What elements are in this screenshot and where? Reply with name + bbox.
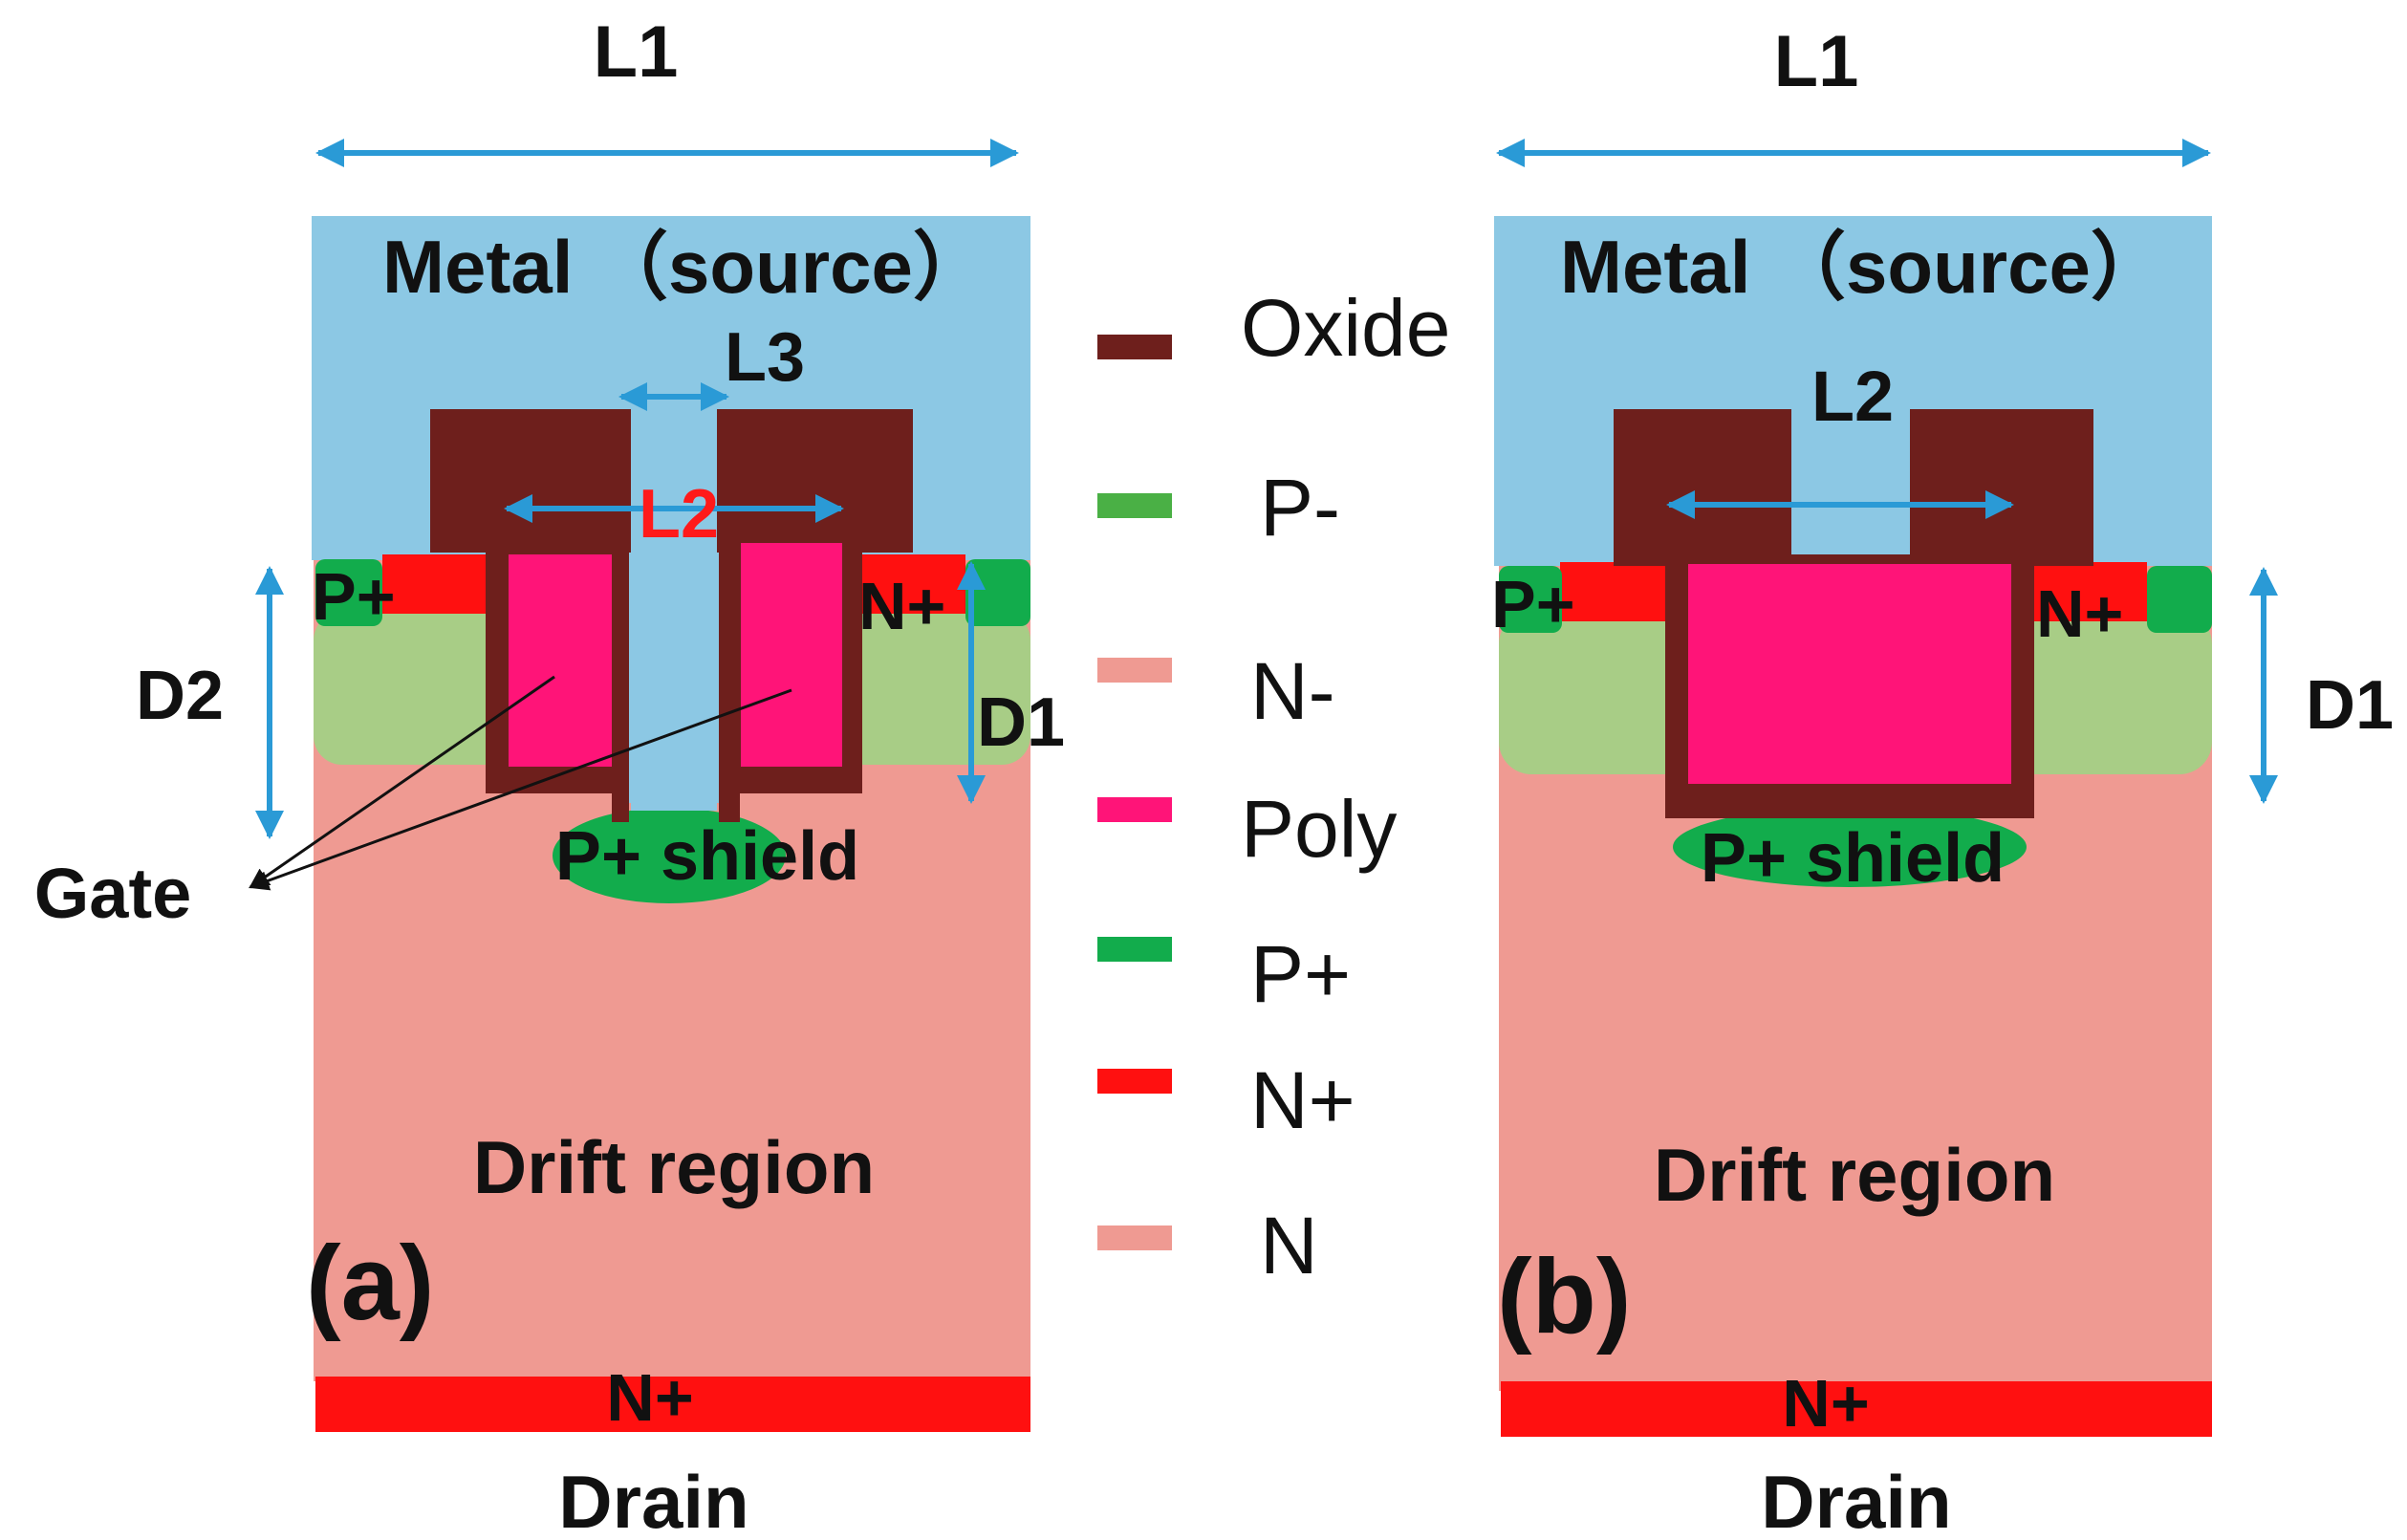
panel-a-gate-label: Gate xyxy=(34,854,192,933)
legend-swatch-poly xyxy=(1097,797,1172,822)
panel-a-left-p-plus xyxy=(315,559,382,626)
panel-a-right-trench-foot xyxy=(719,784,740,822)
legend-label-poly: Poly xyxy=(1241,784,1397,874)
legend-label-n-minus: N- xyxy=(1250,646,1335,736)
panel-b-l2-label: L2 xyxy=(1811,357,1894,436)
legend-swatch-p-plus xyxy=(1097,937,1172,962)
legend-swatch-n-plus xyxy=(1097,1069,1172,1094)
panel-a-d2-label: D2 xyxy=(136,658,224,734)
panel-b-substrate-label: N+ xyxy=(1782,1366,1869,1441)
panel-a-n-plus-label: N+ xyxy=(858,569,945,643)
panel-a-p-plus-shield xyxy=(553,808,786,903)
panel-b-n-plus-label: N+ xyxy=(2036,576,2123,651)
panel-a-d1-label: D1 xyxy=(977,684,1065,761)
panel-b-n-plus-substrate xyxy=(1501,1381,2212,1437)
panel-b-tag: (b) xyxy=(1497,1238,1631,1356)
panel-a-right-p-plus xyxy=(965,559,1030,626)
panel-a-gate-pointer-2 xyxy=(249,688,792,891)
panel-a-n-plus-substrate xyxy=(315,1377,1030,1432)
legend-label-p-minus: P- xyxy=(1260,463,1340,553)
legend-label-n: N xyxy=(1260,1201,1318,1291)
panel-a-left-oxide-cap xyxy=(430,409,631,553)
legend-swatch-n xyxy=(1097,1225,1172,1250)
panel-a-drift-label: Drift region xyxy=(473,1125,875,1209)
legend-swatch-n-minus xyxy=(1097,658,1172,683)
legend-label-n-plus: N+ xyxy=(1250,1055,1355,1145)
panel-b-left-oxide-cap xyxy=(1614,409,1791,566)
panel-a-drain-label: Drain xyxy=(558,1460,748,1540)
panel-a-gate-pointer-1 xyxy=(249,675,555,889)
panel-b-right-p-plus xyxy=(2147,566,2212,633)
panel-a-p-plus-label: P+ xyxy=(312,559,396,634)
panel-a-substrate-label: N+ xyxy=(606,1360,693,1435)
panel-b-right-oxide-cap xyxy=(1910,409,2093,566)
panel-a-metal-label: Metal （source） xyxy=(382,225,987,309)
panel-b-drain-label: Drain xyxy=(1761,1460,1951,1540)
panel-b-left-p-plus xyxy=(1499,566,1562,633)
legend-swatch-oxide xyxy=(1097,335,1172,359)
panel-a-l1-label: L1 xyxy=(594,11,679,93)
panel-a-tag: (a) xyxy=(306,1225,434,1342)
panel-b: L1 L2 D1 Metal （source） P+ N+ P+ xyxy=(1491,21,2394,1540)
panel-a-l3-label: L3 xyxy=(725,319,805,396)
panel-a-left-n-plus xyxy=(382,554,488,614)
panel-a-l2-label: L2 xyxy=(639,476,719,553)
panel-b-l1-label: L1 xyxy=(1774,21,1859,102)
legend-label-p-plus: P+ xyxy=(1250,929,1351,1019)
panel-b-p-plus-label: P+ xyxy=(1491,567,1575,641)
legend-label-oxide: Oxide xyxy=(1241,283,1450,373)
panel-a-metal-gap xyxy=(631,409,717,811)
legend: Oxide P- N- Poly P+ N+ N xyxy=(1097,283,1450,1291)
panel-a-left-gate-poly xyxy=(509,554,612,767)
panel-a: L1 L3 L2 xyxy=(34,11,1065,1540)
panel-b-d1-label: D1 xyxy=(2306,667,2394,744)
panel-b-shield-label: P+ shield xyxy=(1701,820,2005,897)
panel-a-right-gate-poly xyxy=(741,543,842,767)
panel-b-gate-poly xyxy=(1688,564,2011,784)
panel-a-shield-label: P+ shield xyxy=(555,818,859,895)
panel-b-left-n-plus xyxy=(1560,562,1673,621)
panel-b-drift-label: Drift region xyxy=(1654,1133,2055,1217)
legend-swatch-p-minus xyxy=(1097,493,1172,518)
panel-b-right-n-plus xyxy=(2034,562,2147,621)
panel-a-right-oxide-cap xyxy=(717,409,913,553)
panel-b-p-plus-shield xyxy=(1673,807,2027,887)
panel-a-left-trench-foot xyxy=(612,784,629,822)
panel-b-metal-label: Metal （source） xyxy=(1560,225,2165,309)
panel-a-right-n-plus xyxy=(860,554,965,614)
